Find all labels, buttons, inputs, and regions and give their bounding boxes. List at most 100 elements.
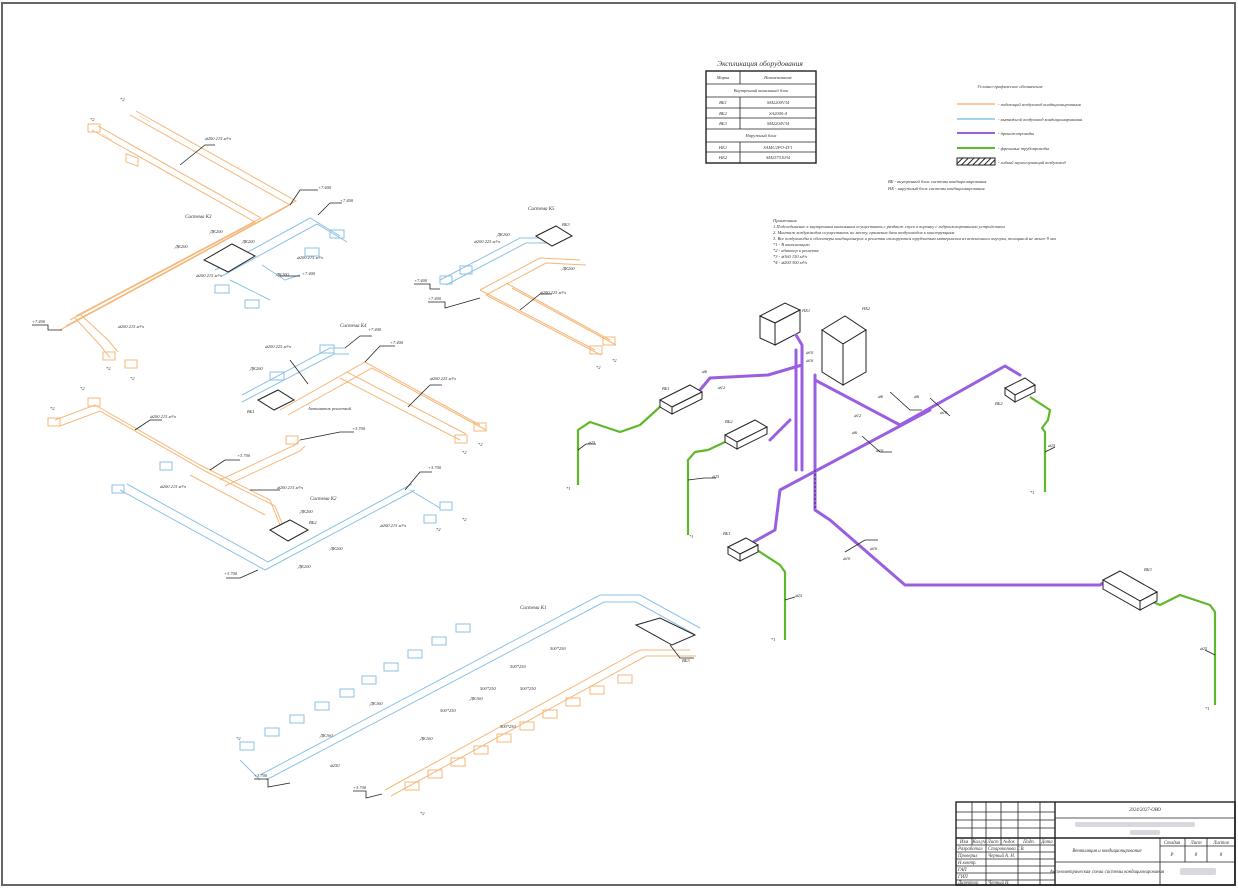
tb-header: Изм [959, 840, 968, 845]
stage-header: Лист [1189, 841, 1202, 846]
duct-label: ДК200 [241, 239, 255, 244]
pipe-label: ⌀25 [1200, 646, 1208, 651]
tb-person: Старокопова Г.В. [988, 847, 1025, 852]
pipe-label: *1 [1205, 706, 1210, 711]
pipe-label: ⌀25 [795, 593, 803, 598]
duct-label: ⌀200 225 м³/ч [474, 239, 500, 244]
pipe-label: ⌀6 [702, 369, 708, 374]
system-label: Система К1 [520, 606, 547, 611]
duct-label: 500*250 [480, 686, 497, 691]
duct-label: ДК200 [299, 509, 313, 514]
tb-header: №док [1002, 839, 1015, 845]
table-cell: ВБ2 [719, 111, 727, 116]
tb-header: Кол.уч [972, 840, 987, 845]
system-k4: Система К4 ⌀200 225 м³/ч ДК200 ВБ1 Автом… [241, 324, 487, 455]
table-cell: ВБ3 [719, 121, 727, 126]
duct-label: ДК200 [496, 232, 510, 237]
system-label: Система К3 [185, 215, 212, 220]
pipe-label: ⌀10 [843, 556, 851, 561]
duct-label: ДК200 [209, 229, 223, 234]
level-mark: +7.400 [340, 198, 354, 203]
unit-label: ВБ2 [309, 520, 317, 525]
note-ref: *2 [236, 736, 241, 741]
pipe-label: ⌀16 [870, 546, 878, 551]
note-ref: *2 [596, 365, 601, 370]
duct-label: ДК200 [174, 244, 188, 249]
duct-label: Автоматик решеткой [307, 406, 352, 411]
duct-label: ⌀200 215 м³/ч [380, 523, 406, 528]
level-mark: +3.700 [428, 465, 442, 470]
note-line: *3 - ⌀160 150 м³/ч [773, 254, 807, 259]
duct-label: ДК200 [329, 546, 343, 551]
pipe-label: ⌀16 [806, 358, 814, 363]
level-mark: +3.700 [224, 571, 238, 576]
note-ref: *2 [130, 376, 135, 381]
tb-person: Черный Н. [988, 880, 1010, 886]
redacted-field [1075, 822, 1195, 827]
table-cell: SM25751034 [766, 155, 791, 160]
table-section-title: Внутренний канальный блок [734, 88, 789, 93]
redacted-field [1130, 830, 1160, 835]
level-mark: +7.400 [414, 278, 428, 283]
tb-role: Н.контр. [957, 861, 977, 866]
abbreviation: ВБ - внутренний блок системы кондиционир… [888, 179, 986, 184]
duct-label: 500*250 [550, 646, 567, 651]
note-line: 1.Подсоединение к внутренним канальным о… [773, 224, 1005, 229]
note-ref: *2 [436, 527, 441, 532]
table-header-name: Наименование [763, 75, 792, 80]
note-ref: *2 [420, 811, 425, 816]
equipment-table: Экспликация оборудования Марка Наименова… [705, 59, 817, 164]
level-mark: +7.400 [318, 185, 332, 190]
duct-label: 500*250 [510, 664, 527, 669]
level-mark: +3.700 [237, 453, 251, 458]
pipe-label: ⌀25 [588, 440, 596, 445]
duct-label: ⌀200 215 м³/ч [196, 273, 222, 278]
legend-label: - дренажопроводы [998, 131, 1034, 136]
duct-label: 500*250 [440, 708, 457, 713]
system-label: Система К5 [528, 207, 555, 212]
pipe-label: *1 [689, 534, 694, 539]
unit-label: ВБ2 [725, 419, 733, 424]
duct-label: ⌀200 215 м³/ч [150, 414, 176, 419]
pipe-label: ⌀10 [806, 350, 814, 355]
note-ref: *2 [120, 97, 125, 102]
outdoor-unit-nb2 [821, 315, 867, 386]
tb-header: Подп. [1022, 840, 1035, 845]
legend-swatch-insulated [956, 157, 996, 166]
note-ref: *2 [462, 517, 467, 522]
duct-label: ДК200 [561, 266, 575, 271]
sheet-count: 8 [1220, 853, 1223, 858]
pipe-label: *1 [566, 486, 571, 491]
sheet-title: Аксонометрическая схема системы кондицио… [1049, 870, 1165, 875]
level-mark: +3.700 [352, 426, 366, 431]
unit-label: ВБ3 [682, 658, 690, 663]
stage-value: Р [1170, 853, 1174, 858]
note-line: *4 - ⌀200 300 м³/ч [773, 260, 807, 265]
level-mark: +7.400 [428, 296, 442, 301]
diffuser-row-return [239, 623, 471, 751]
unit-label: НБ1 [801, 308, 810, 313]
legend: Условно-графическое обозначение - подающ… [887, 84, 1082, 191]
sheet-number: 8 [1195, 853, 1198, 858]
redacted-field [1180, 868, 1216, 875]
pipe-label: *1 [1030, 490, 1035, 495]
level-mark: +7.400 [32, 319, 46, 324]
duct-label: ⌀200 225 м³/ч [430, 376, 456, 381]
tb-role: Директор [957, 881, 979, 886]
duct-label: ⌀200 225 м³/ч [265, 344, 291, 349]
level-mark: +7.400 [368, 327, 382, 332]
indoor-unit-vb1 [726, 537, 760, 562]
duct-label: ДК200 [249, 366, 263, 371]
indoor-unit-vb2b [723, 419, 769, 450]
tb-role: ГАП [957, 868, 967, 873]
duct-label: ⌀200 215 м³/ч [277, 485, 303, 490]
stage-header: Стадия [1164, 841, 1181, 846]
indoor-unit-vb3 [1101, 570, 1159, 611]
legend-label: - гибкий шумоглушащий воздуховод [998, 160, 1066, 165]
table-cell: НБ2 [718, 155, 728, 160]
pipe-label: ⌀10 [876, 448, 884, 453]
duct-label: ⌀250 [330, 763, 340, 768]
duct-label: ДК160 [419, 736, 433, 741]
